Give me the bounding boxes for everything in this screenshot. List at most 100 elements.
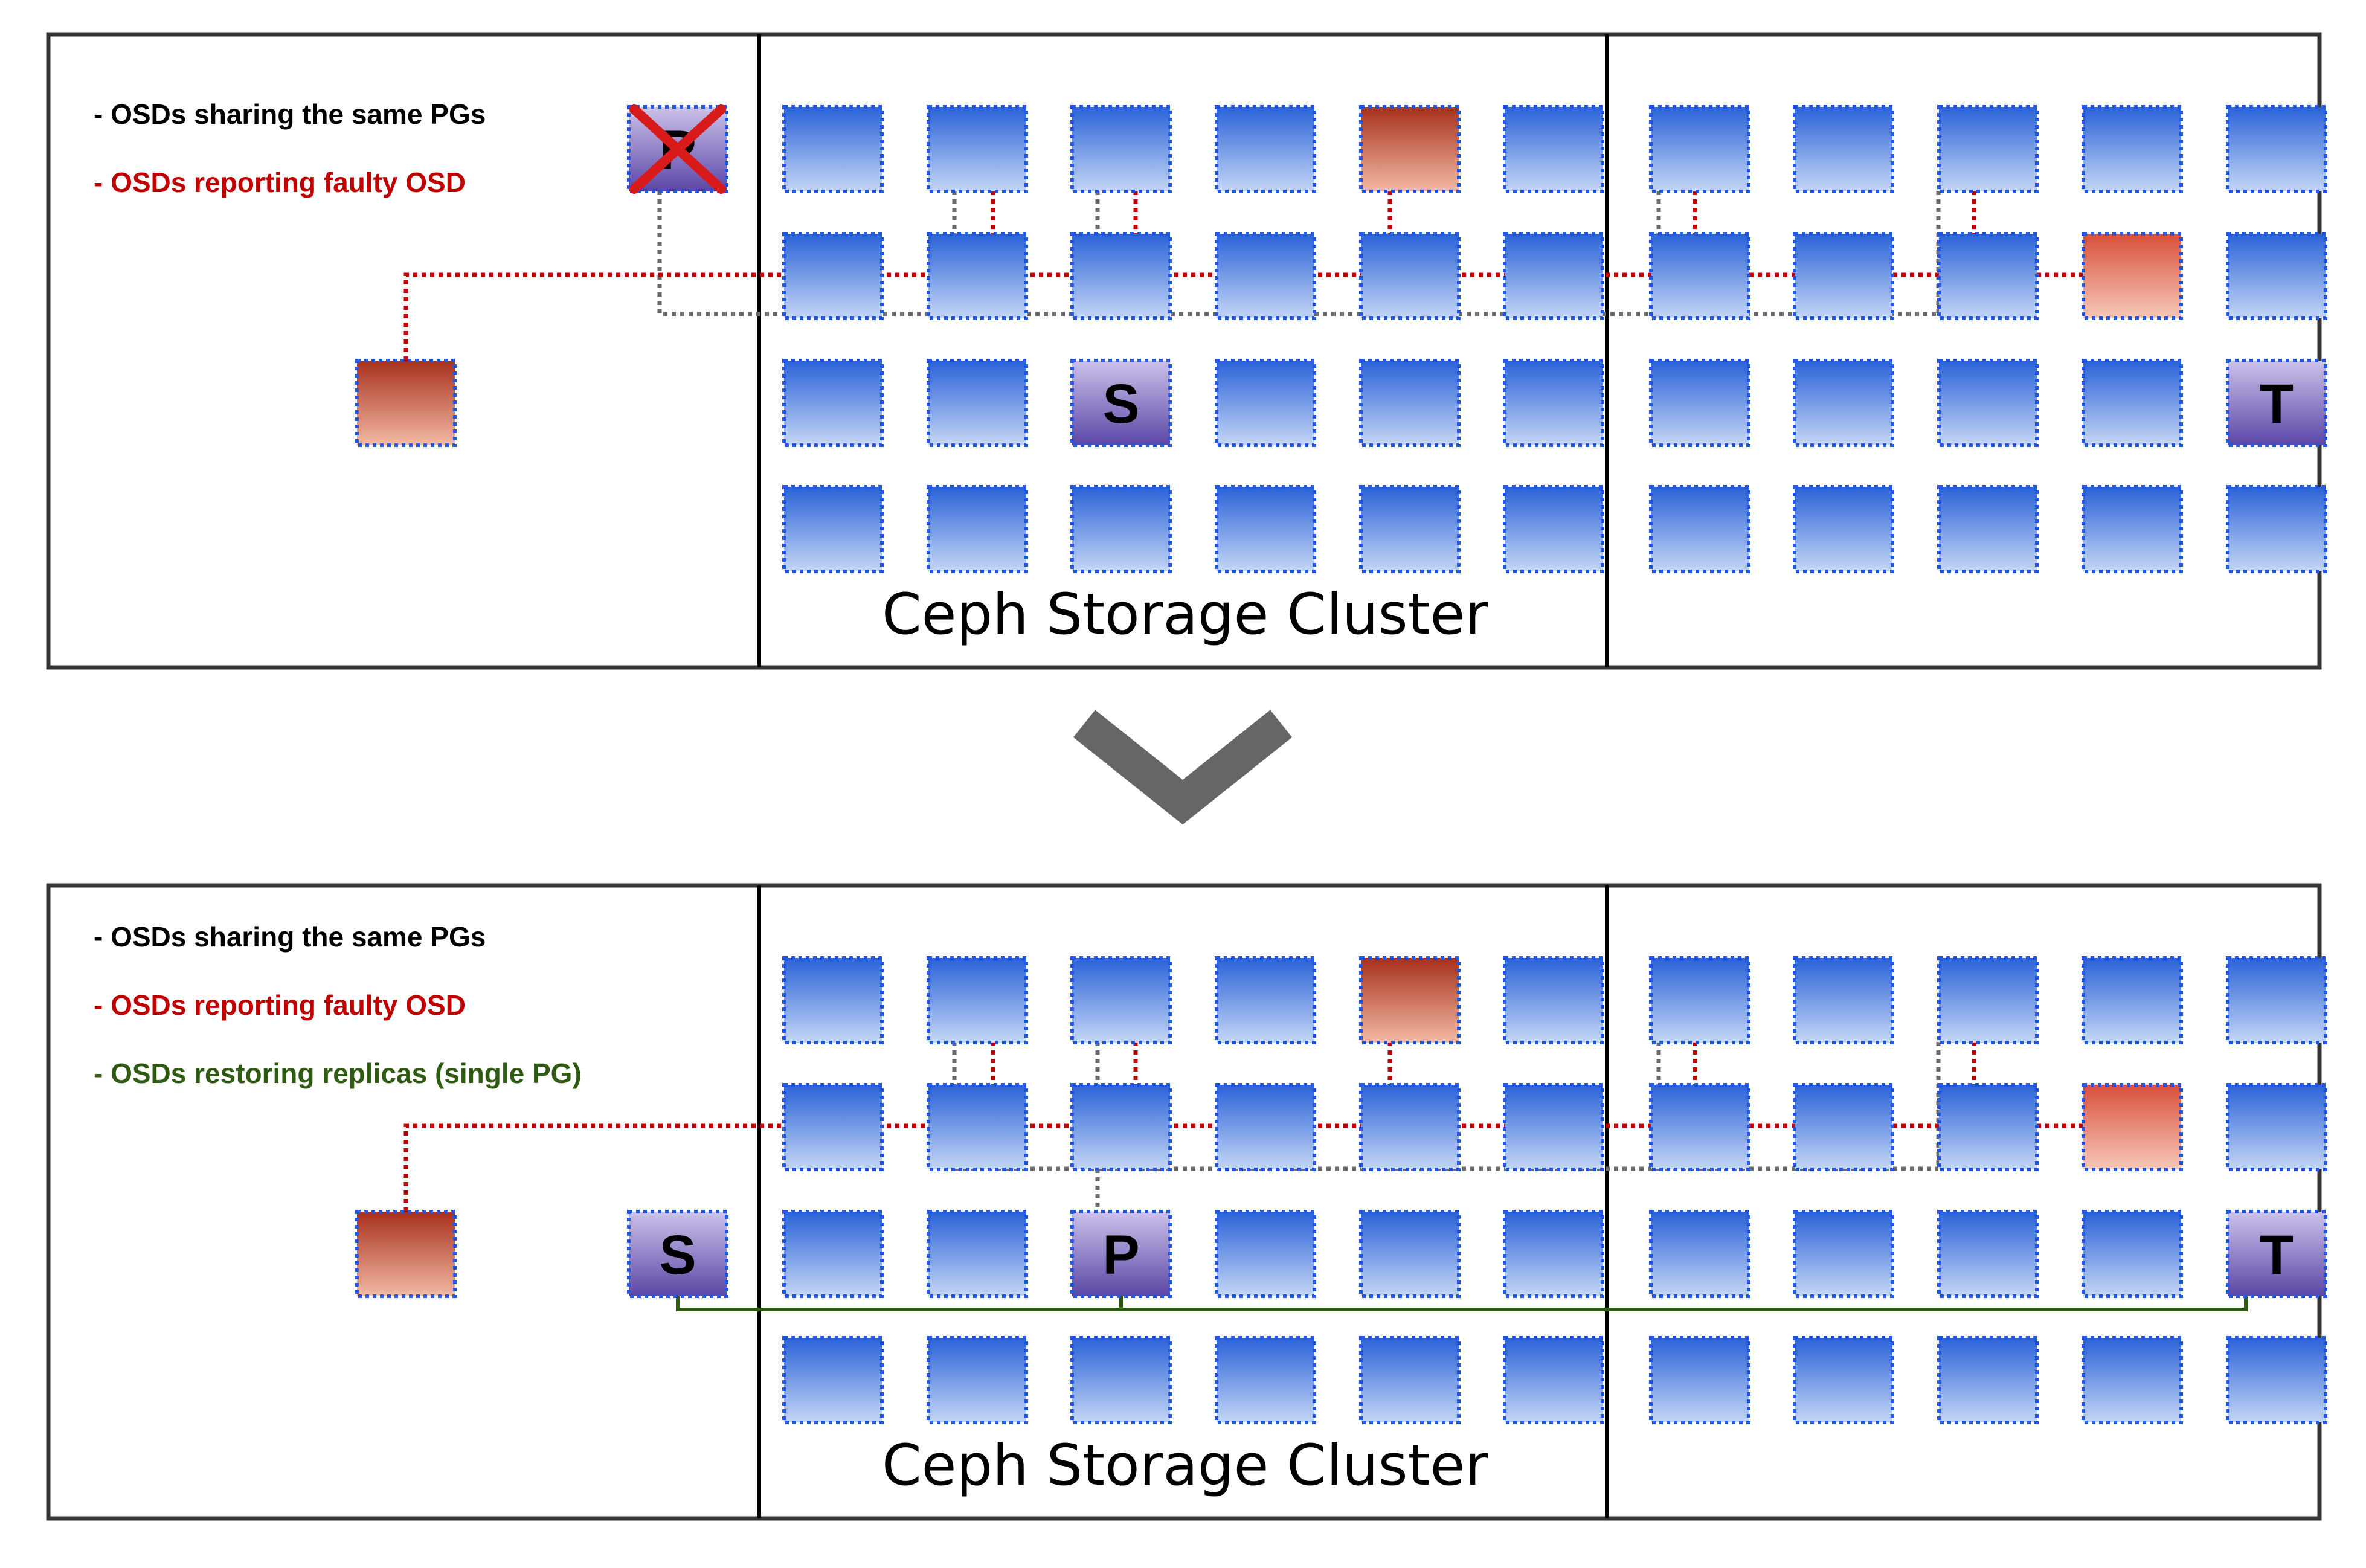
panel-after: - OSDs sharing the same PGs - OSDs repor… <box>46 883 2327 1521</box>
osd <box>2082 105 2183 193</box>
osd-reporting-faulty <box>2082 232 2183 320</box>
osd <box>782 485 884 573</box>
osd <box>782 1083 884 1171</box>
osd <box>1503 105 1604 193</box>
osd <box>2082 956 2183 1044</box>
legend-shared-pgs: - OSDs sharing the same PGs <box>94 98 486 130</box>
osd <box>1070 1336 1172 1424</box>
osd <box>927 1083 1028 1171</box>
osd <box>1215 105 1316 193</box>
osd <box>1215 359 1316 447</box>
osd <box>927 956 1028 1044</box>
osd <box>1793 359 1894 447</box>
osd <box>1649 105 1750 193</box>
osd <box>1937 1083 2039 1171</box>
osd <box>1793 1336 1894 1424</box>
osd-tertiary <box>2226 359 2327 447</box>
osd-letter-P: P <box>1102 1224 1139 1286</box>
osd <box>782 359 884 447</box>
osd <box>782 105 884 193</box>
osd <box>927 1336 1028 1424</box>
osd <box>927 105 1028 193</box>
osd <box>1937 485 2039 573</box>
osd <box>2082 359 2183 447</box>
osd-letter-S: S <box>1102 373 1139 435</box>
osd-reporting-faulty <box>1359 956 1461 1044</box>
osd <box>1649 956 1750 1044</box>
osd <box>1359 359 1461 447</box>
osd <box>1503 1336 1604 1424</box>
osd <box>1070 105 1172 193</box>
link-restoring-replicas <box>676 1296 2248 1311</box>
osd-secondary <box>627 1210 728 1298</box>
cluster-title: Ceph Storage Cluster <box>882 1433 1488 1499</box>
osd <box>1937 1336 2039 1424</box>
legend-reporting: - OSDs reporting faulty OSD <box>94 167 466 198</box>
osd <box>1649 232 1750 320</box>
osd <box>1215 485 1316 573</box>
osd <box>2226 1336 2327 1424</box>
osd <box>1359 1083 1461 1171</box>
osd <box>782 956 884 1044</box>
osd-letter-S: S <box>659 1224 696 1286</box>
link-reporting-faulty <box>403 1042 2083 1212</box>
osd <box>1649 1083 1750 1171</box>
osd-reporting-faulty <box>355 359 457 447</box>
osd <box>1649 1336 1750 1424</box>
osd <box>1937 956 2039 1044</box>
osd <box>1793 956 1894 1044</box>
osd <box>1503 359 1604 447</box>
osd <box>2226 105 2327 193</box>
osd-secondary <box>1070 359 1172 447</box>
legend-restoring: - OSDs restoring replicas (single PG) <box>94 1058 582 1089</box>
osd <box>782 1210 884 1298</box>
osd <box>1503 1210 1604 1298</box>
osd <box>1793 1210 1894 1298</box>
osd <box>1937 359 2039 447</box>
panel-before: - OSDs sharing the same PGs - OSDs repor… <box>46 32 2327 670</box>
osd <box>782 1336 884 1424</box>
osd-reporting-faulty <box>355 1210 457 1298</box>
osd <box>1359 1210 1461 1298</box>
osd <box>2226 485 2327 573</box>
osd <box>2082 485 2183 573</box>
cluster-title: Ceph Storage Cluster <box>882 582 1488 647</box>
osd-reporting-faulty <box>2082 1083 2183 1171</box>
osd <box>1070 485 1172 573</box>
osd <box>1359 232 1461 320</box>
osd <box>1937 232 2039 320</box>
osd <box>1649 359 1750 447</box>
osd <box>1649 485 1750 573</box>
osd <box>1070 956 1172 1044</box>
osd <box>1215 1083 1316 1171</box>
osd <box>927 485 1028 573</box>
osd <box>1359 485 1461 573</box>
transition-chevron-down-icon <box>1073 710 1293 825</box>
legend-shared-pgs: - OSDs sharing the same PGs <box>94 921 486 953</box>
osd <box>1359 1336 1461 1424</box>
osd <box>927 232 1028 320</box>
osd <box>1070 1083 1172 1171</box>
osd <box>1793 1083 1894 1171</box>
osd <box>927 1210 1028 1298</box>
osd <box>2082 1336 2183 1424</box>
osd <box>1215 232 1316 320</box>
osd <box>1215 1210 1316 1298</box>
osd <box>1503 1083 1604 1171</box>
osd <box>1070 232 1172 320</box>
failure-cross-icon <box>629 104 726 194</box>
osd <box>1215 956 1316 1044</box>
osd <box>782 232 884 320</box>
osd <box>1793 485 1894 573</box>
osd <box>2082 1210 2183 1298</box>
osd <box>2226 232 2327 320</box>
osd <box>1937 105 2039 193</box>
link-reporting-faulty <box>403 191 2083 361</box>
osd <box>2226 1083 2327 1171</box>
legend-reporting: - OSDs reporting faulty OSD <box>94 989 466 1021</box>
osd <box>2226 956 2327 1044</box>
osd-reporting-faulty <box>1359 105 1461 193</box>
osd <box>927 359 1028 447</box>
osd <box>1503 956 1604 1044</box>
